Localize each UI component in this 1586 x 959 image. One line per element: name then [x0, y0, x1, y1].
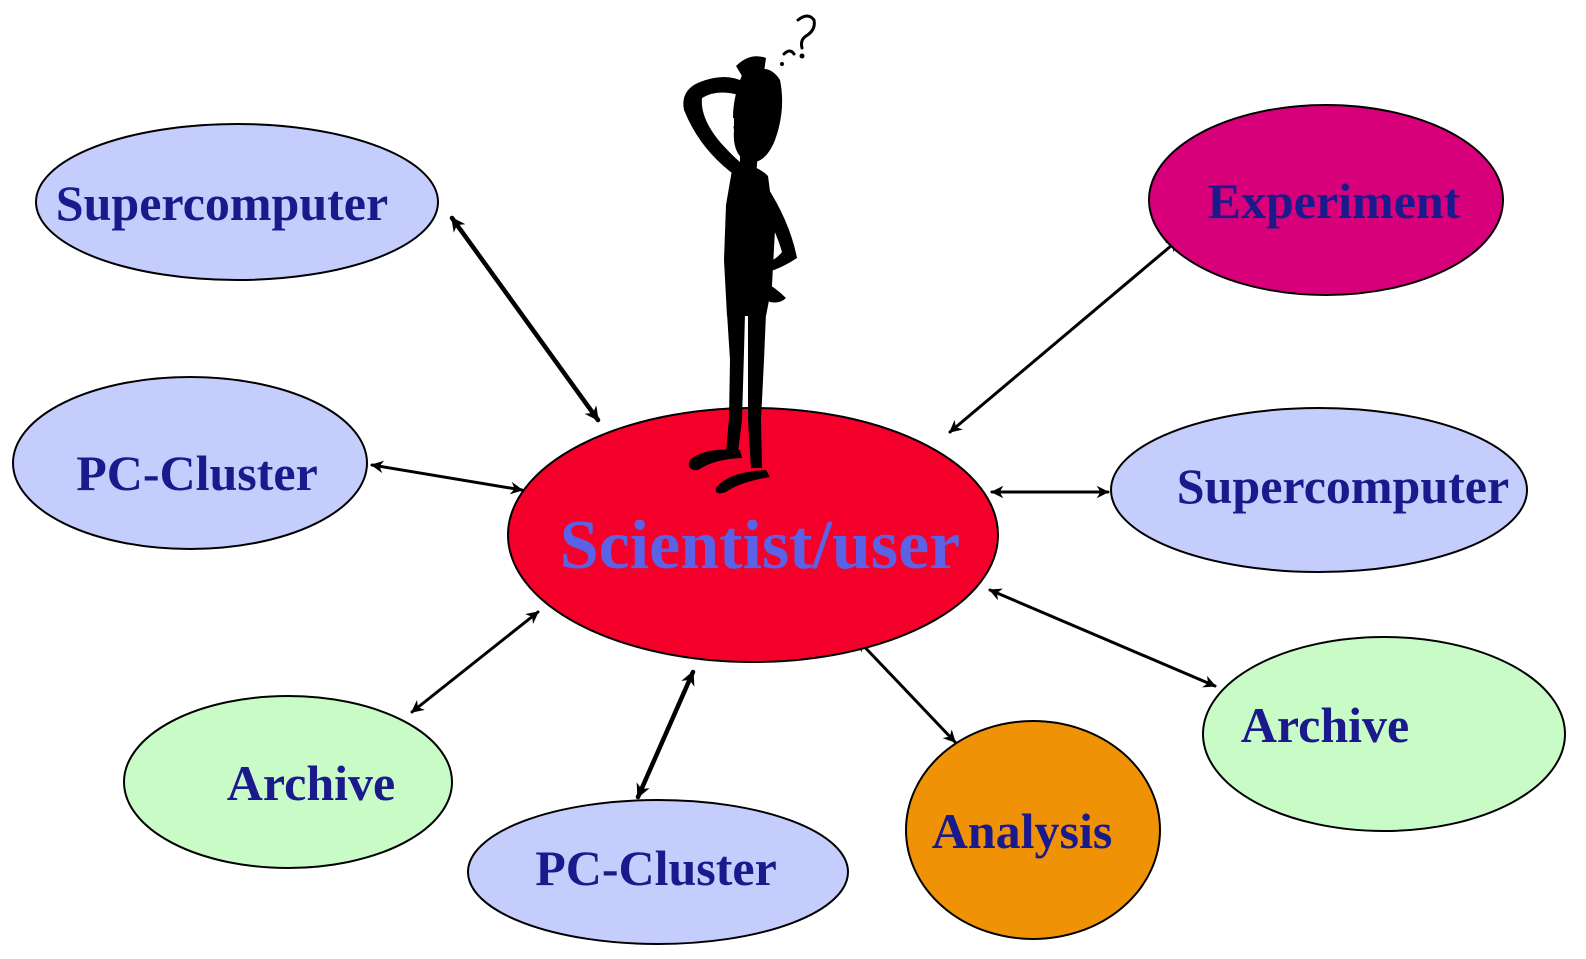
- node-label: Analysis: [932, 803, 1113, 859]
- thinking-person-icon: [683, 56, 797, 494]
- node-shape: [1110, 407, 1528, 573]
- node-shape: [123, 695, 453, 869]
- edge-archive-right: [988, 588, 1217, 688]
- node-label: Supercomputer: [1177, 458, 1509, 514]
- node-archive-right: Archive: [1202, 636, 1566, 832]
- node-supercomputer-right: Supercomputer: [1110, 407, 1528, 573]
- edge-archive-left: [410, 610, 540, 714]
- edge-experiment: [948, 238, 1180, 434]
- node-shape: [1148, 104, 1504, 296]
- node-label: PC-Cluster: [535, 840, 777, 896]
- node-experiment: Experiment: [1148, 104, 1504, 296]
- node-analysis: Analysis: [905, 720, 1161, 940]
- node-label: Archive: [227, 755, 395, 811]
- question-mark-icon: [780, 14, 816, 66]
- node-shape: [12, 376, 368, 550]
- node-label: Archive: [1241, 697, 1409, 753]
- edge-analysis: [856, 638, 957, 744]
- edges: [370, 215, 1217, 800]
- node-shape: [35, 123, 439, 281]
- node-shape: [905, 720, 1161, 940]
- node-pc-cluster-bottom: PC-Cluster: [467, 799, 849, 945]
- node-shape: [1202, 636, 1566, 832]
- node-label: PC-Cluster: [76, 445, 318, 501]
- edge-pc-cluster-left: [370, 460, 524, 495]
- node-label: Supercomputer: [56, 175, 388, 231]
- node-supercomputer-left: Supercomputer: [35, 123, 439, 281]
- edge-supercomputer-left: [449, 215, 601, 423]
- node-archive-left: Archive: [123, 695, 453, 869]
- node-label: Experiment: [1208, 173, 1461, 229]
- center-label: Scientist/user: [560, 507, 961, 584]
- node-shape: [467, 799, 849, 945]
- node-scientist-user: Scientist/user: [507, 407, 999, 663]
- edge-pc-cluster-bottom: [635, 669, 696, 800]
- node-pc-cluster-left: PC-Cluster: [12, 376, 368, 550]
